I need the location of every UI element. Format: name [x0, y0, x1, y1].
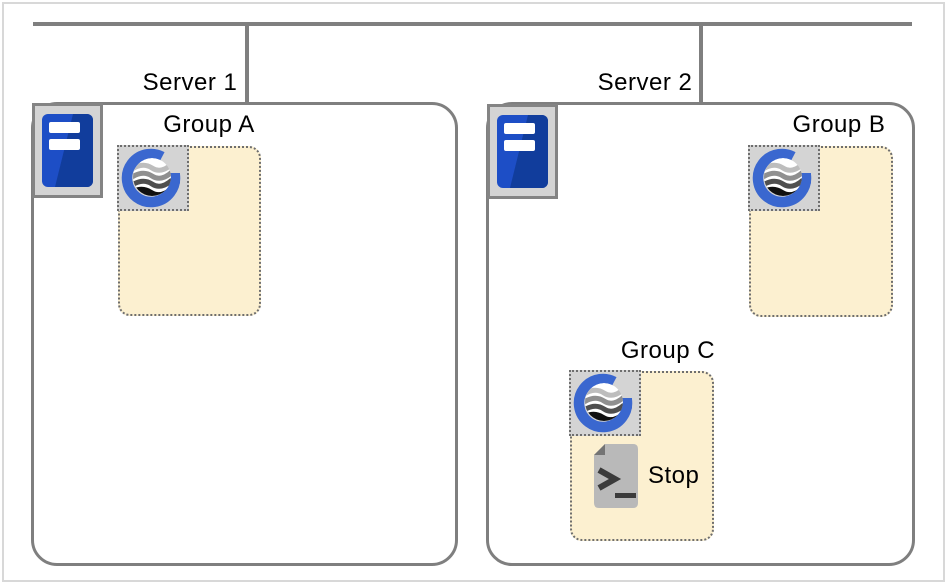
- group-a-label: Group A: [163, 111, 255, 138]
- server-icon: [32, 103, 103, 198]
- stop-script-label: Stop: [648, 462, 700, 489]
- server-icon: [487, 104, 558, 199]
- server1-label: Server 1: [142, 69, 238, 96]
- network-bus-line: [33, 22, 912, 26]
- group-c-label: Group C: [620, 337, 716, 364]
- g-logo-icon: [748, 145, 820, 211]
- server2-connector-line: [699, 24, 703, 104]
- group-b-label: Group B: [792, 111, 886, 138]
- server1-connector-line: [245, 24, 249, 104]
- group-a-box: [118, 146, 261, 316]
- g-logo-icon: [569, 370, 641, 436]
- g-logo-icon: [117, 145, 189, 211]
- server2-label: Server 2: [597, 69, 693, 96]
- script-icon: [592, 443, 640, 509]
